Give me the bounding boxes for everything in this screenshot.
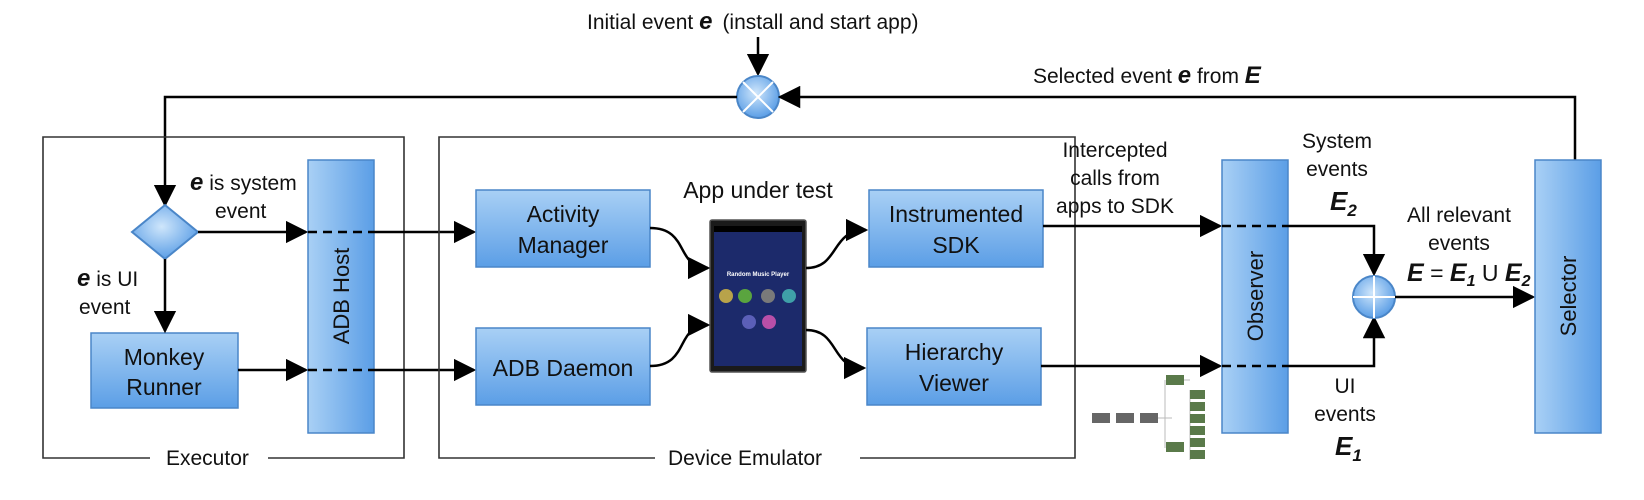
adb-host-box <box>307 159 375 434</box>
monkey-runner-label-2: Runner <box>126 374 202 400</box>
monkey-runner-label-1: Monkey <box>124 344 205 370</box>
observer-label: Observer <box>1243 251 1268 341</box>
ui-event-condition: e is UI <box>77 265 138 292</box>
executor-frame <box>42 136 405 459</box>
daemon-to-app-arrow <box>649 313 711 368</box>
system-events-line2: events <box>1306 158 1368 181</box>
initial-event-label: Initial event e(install and start app) <box>587 8 919 35</box>
decision-diamond <box>130 203 200 261</box>
hierarchy-viewer-label-2: Viewer <box>919 370 989 396</box>
all-relevant-equation: E = E1 U E2 <box>1407 259 1531 290</box>
ui-events-var: E1 <box>1335 431 1362 465</box>
all-relevant-line1: All relevant <box>1407 204 1511 227</box>
selector-box <box>1534 159 1602 434</box>
activity-manager-label-1: Activity <box>527 201 600 227</box>
adb-daemon-box <box>475 327 651 406</box>
system-event-condition-line2: event <box>215 200 267 223</box>
view-hierarchy-thumbnail-icon <box>1092 375 1205 460</box>
phone-icon: Random Music Player <box>709 219 807 373</box>
monkey-runner-box <box>90 332 239 409</box>
selected-event-label: Selected event e from E <box>1033 62 1262 89</box>
instrumented-sdk-label-2: SDK <box>932 232 980 258</box>
executor-title: Executor <box>166 447 249 470</box>
app-under-test-label: App under test <box>683 177 833 203</box>
activity-to-app-arrow <box>649 226 711 280</box>
combine-junction-icon <box>736 75 780 119</box>
app-to-sdk-arrow <box>805 218 869 270</box>
system-events-line1: System <box>1302 130 1372 153</box>
intercepted-calls-line1: Intercepted <box>1062 139 1167 162</box>
adb-daemon-label: ADB Daemon <box>493 355 634 381</box>
intercepted-calls-line3: apps to SDK <box>1056 195 1174 218</box>
merge-junction-icon <box>1352 275 1396 319</box>
ui-events-line1: UI <box>1335 375 1356 398</box>
adb-host-label: ADB Host <box>329 248 354 345</box>
activity-manager-box <box>475 189 651 268</box>
selector-label: Selector <box>1556 256 1581 337</box>
observer-box <box>1221 159 1289 434</box>
instrumented-sdk-box <box>868 189 1044 268</box>
ui-events-line2: events <box>1314 403 1376 426</box>
device-emulator-title: Device Emulator <box>668 447 822 470</box>
feedback-arrow <box>777 85 1577 160</box>
intercepted-calls-line2: calls from <box>1070 167 1160 190</box>
to-decision-arrow <box>153 95 737 208</box>
activity-manager-label-2: Manager <box>518 232 609 258</box>
system-event-condition: e is system <box>190 169 297 196</box>
phone-app-title: Random Music Player <box>727 272 790 278</box>
all-relevant-line2: events <box>1428 232 1490 255</box>
device-emulator-frame <box>438 136 1076 459</box>
system-events-var: E2 <box>1330 186 1357 220</box>
instrumented-sdk-label-1: Instrumented <box>889 201 1023 227</box>
ui-event-condition-line2: event <box>79 296 131 319</box>
ui-events-arrow <box>1288 315 1386 368</box>
app-to-hierarchy-arrow <box>805 328 867 380</box>
system-events-arrow <box>1288 224 1386 277</box>
hierarchy-viewer-label-1: Hierarchy <box>905 339 1004 365</box>
